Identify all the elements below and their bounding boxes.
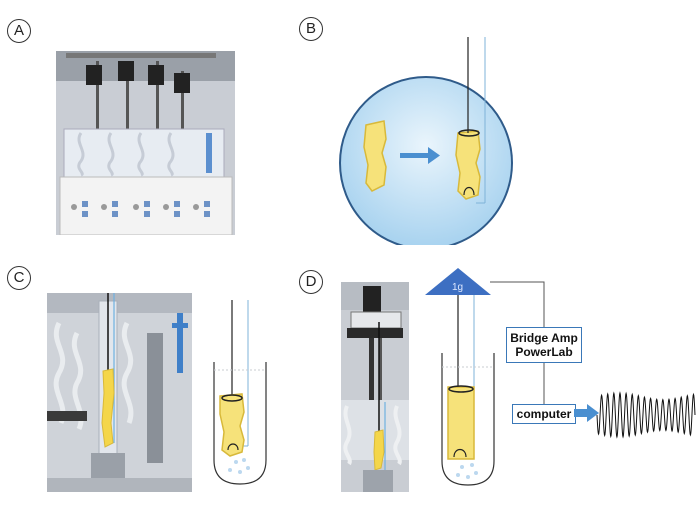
oxygen-bubbles xyxy=(456,463,478,479)
panel-label-d: D xyxy=(299,270,323,294)
bath-tube xyxy=(213,362,267,485)
tube-diagram-d xyxy=(441,285,495,486)
bridge-amp-box: Bridge Amp PowerLab xyxy=(506,327,582,363)
tissue-strip xyxy=(363,120,387,192)
petri-dish-diagram xyxy=(339,37,513,245)
tissue-strip xyxy=(447,386,475,460)
output-arrow xyxy=(574,404,599,422)
transfer-arrow xyxy=(400,147,440,164)
organ-bath-photo xyxy=(56,51,235,235)
chamber-photo xyxy=(47,293,192,492)
transducer-photo xyxy=(341,282,409,492)
panel-label-b: B xyxy=(299,17,323,41)
panel-label-c: C xyxy=(7,266,31,290)
hooked-tissue xyxy=(455,130,481,200)
oxygen-bubbles xyxy=(228,458,250,474)
contraction-trace xyxy=(596,391,696,439)
tube-diagram-c xyxy=(213,300,267,485)
computer-box: computer xyxy=(512,404,576,424)
panel-label-a: A xyxy=(7,19,31,43)
weight-label: 1g xyxy=(452,282,464,293)
bath-tube xyxy=(441,353,495,486)
amp-line-1: Bridge Amp xyxy=(510,331,578,345)
tissue-strip xyxy=(219,393,245,457)
amp-line-2: PowerLab xyxy=(515,345,573,359)
force-transducer-icon xyxy=(425,268,491,295)
petri-dish xyxy=(339,76,513,245)
